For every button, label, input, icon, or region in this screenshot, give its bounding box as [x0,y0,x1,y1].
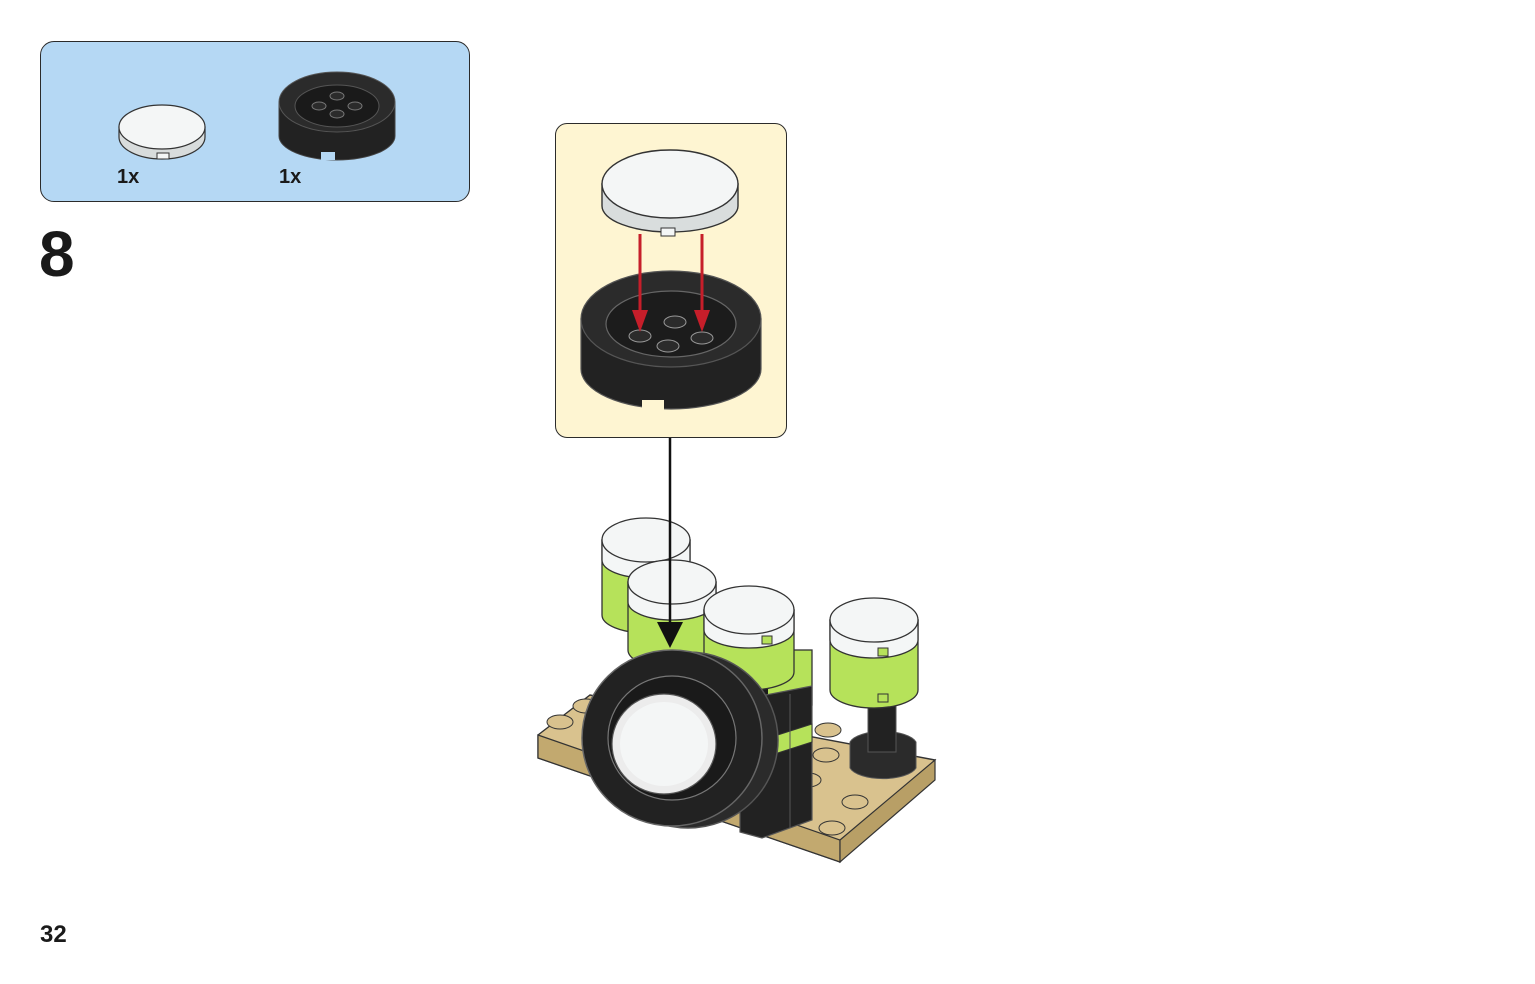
part-qty-2: 1x [279,166,302,188]
callout-illustration [580,149,762,410]
step-number: 8 [39,218,75,290]
placement-arrow [657,438,683,648]
parts-list-box: 1x 1x [40,41,470,202]
sub-assembly-callout [555,123,787,438]
white-round-tile-part [118,104,206,160]
part-qty-1: 1x [117,166,140,188]
page-number: 32 [40,921,67,948]
bass-drum [581,649,779,829]
tom-drum-right [829,597,919,780]
black-round-brick-part [278,71,396,161]
